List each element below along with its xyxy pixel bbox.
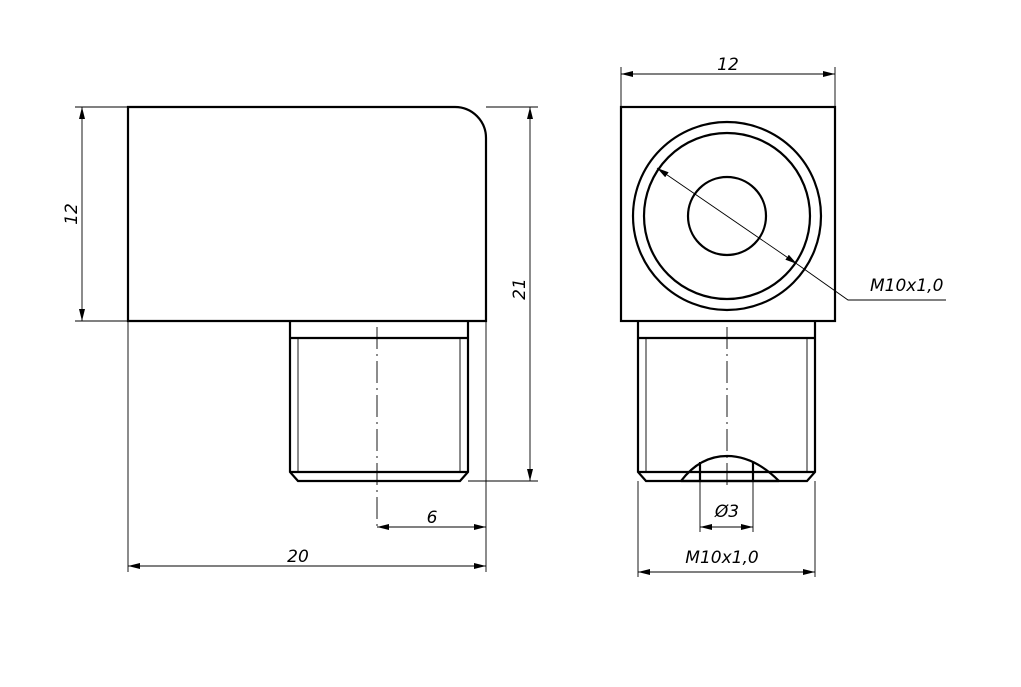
hole-countersink <box>680 454 780 482</box>
side-view: 12 21 6 20 <box>62 105 538 572</box>
dimension-hole: Ø3 <box>699 481 754 532</box>
threaded-shank <box>636 321 817 483</box>
dim-text: M10x1,0 <box>870 276 943 296</box>
dimension-length: 20 <box>127 321 486 572</box>
dim-text: Ø3 <box>714 502 739 522</box>
dimension-height: 12 <box>62 106 128 322</box>
dimension-thread: M10x1,0 <box>637 481 816 577</box>
dim-text: 12 <box>62 203 82 225</box>
thread-circle <box>642 131 812 301</box>
dimension-total-height: 21 <box>468 106 538 482</box>
dim-text: 20 <box>287 547 309 567</box>
threaded-shank <box>288 321 470 483</box>
dim-text: M10x1,0 <box>685 548 758 568</box>
dimension-width: 12 <box>620 55 836 107</box>
dim-text: 6 <box>427 508 438 528</box>
dim-text: 12 <box>717 55 739 75</box>
dim-text: 21 <box>510 278 530 300</box>
outer-circle <box>631 120 823 312</box>
body-square <box>619 105 837 323</box>
body-outline <box>126 105 488 323</box>
thread-callout: M10x1,0 <box>656 167 946 301</box>
end-view: M10x1,0 12 Ø3 <box>619 55 946 577</box>
dimension-offset: 6 <box>377 321 487 572</box>
